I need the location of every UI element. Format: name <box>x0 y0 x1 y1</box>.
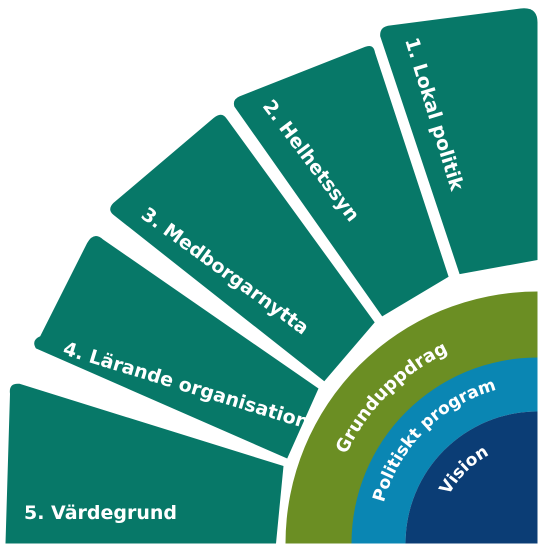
segment-medborgarnytta[interactable] <box>110 114 375 382</box>
segment-vardegrund[interactable] <box>5 383 284 544</box>
ring-vision[interactable] <box>405 411 538 544</box>
segment-lokal-politik[interactable] <box>380 8 538 275</box>
segment-larande-organisation[interactable] <box>34 235 319 459</box>
fan-segments <box>5 8 538 544</box>
concentric-rings <box>285 291 538 544</box>
segment-label-vardegrund: 5. Värdegrund <box>24 502 177 524</box>
ring-politiskt-program[interactable] <box>351 357 538 544</box>
segment-helhetssyn[interactable] <box>233 45 449 317</box>
